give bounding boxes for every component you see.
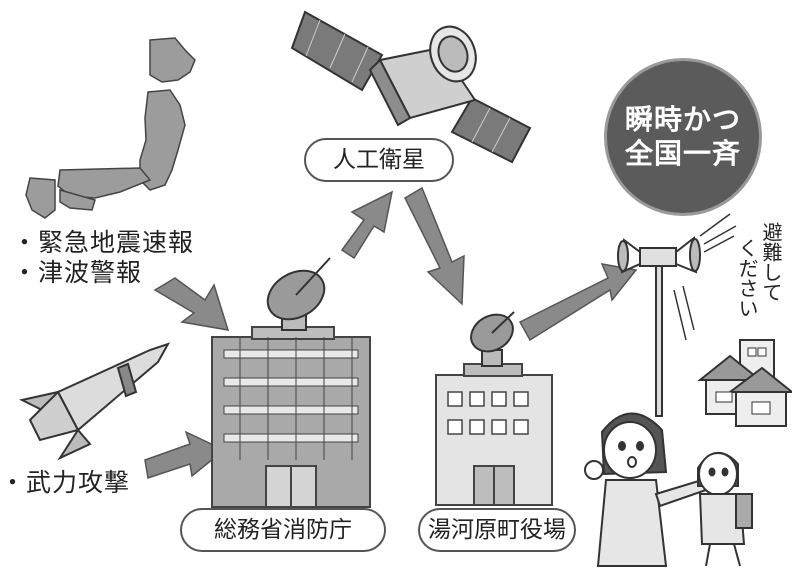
- townhall-building: [435, 363, 553, 506]
- people-evacuating: [584, 412, 753, 567]
- arrows: [144, 186, 638, 479]
- satellite-dish-townhall: [470, 311, 515, 367]
- speaker-text-col2: ください: [735, 238, 759, 318]
- arrow-to-satellite: [340, 190, 394, 260]
- badge-line1: 瞬時かつ: [624, 103, 741, 136]
- label-armed-attack: ・武力攻撃: [0, 468, 131, 497]
- houses: [697, 339, 792, 427]
- badge-instant-nationwide: 瞬時かつ 全国一斉: [604, 58, 762, 216]
- label-tsunami-warning: ・津波警報: [12, 258, 143, 287]
- label-satellite: 人工衛星: [304, 138, 454, 182]
- arrow-to-fdma-from-alerts: [153, 277, 230, 331]
- label-townhall: 湯河原町役場: [418, 508, 576, 552]
- speaker-text-col1: 避難して: [759, 222, 783, 302]
- arrow-to-townhall: [404, 186, 465, 306]
- satellite-illustration: [290, 10, 532, 164]
- arrow-to-fdma-from-missile: [144, 430, 226, 479]
- badge-line2: 全国一斉: [624, 137, 741, 170]
- label-earthquake-warning: ・緊急地震速報: [12, 228, 195, 257]
- missile-illustration: [19, 342, 171, 461]
- label-fdma: 総務省消防庁: [180, 508, 386, 552]
- fdma-building: [211, 326, 371, 508]
- arrow-to-speaker: [518, 263, 638, 342]
- loudspeaker-pole: [617, 213, 737, 417]
- satellite-dish-fdma: [266, 257, 331, 331]
- japan-map: [25, 37, 196, 219]
